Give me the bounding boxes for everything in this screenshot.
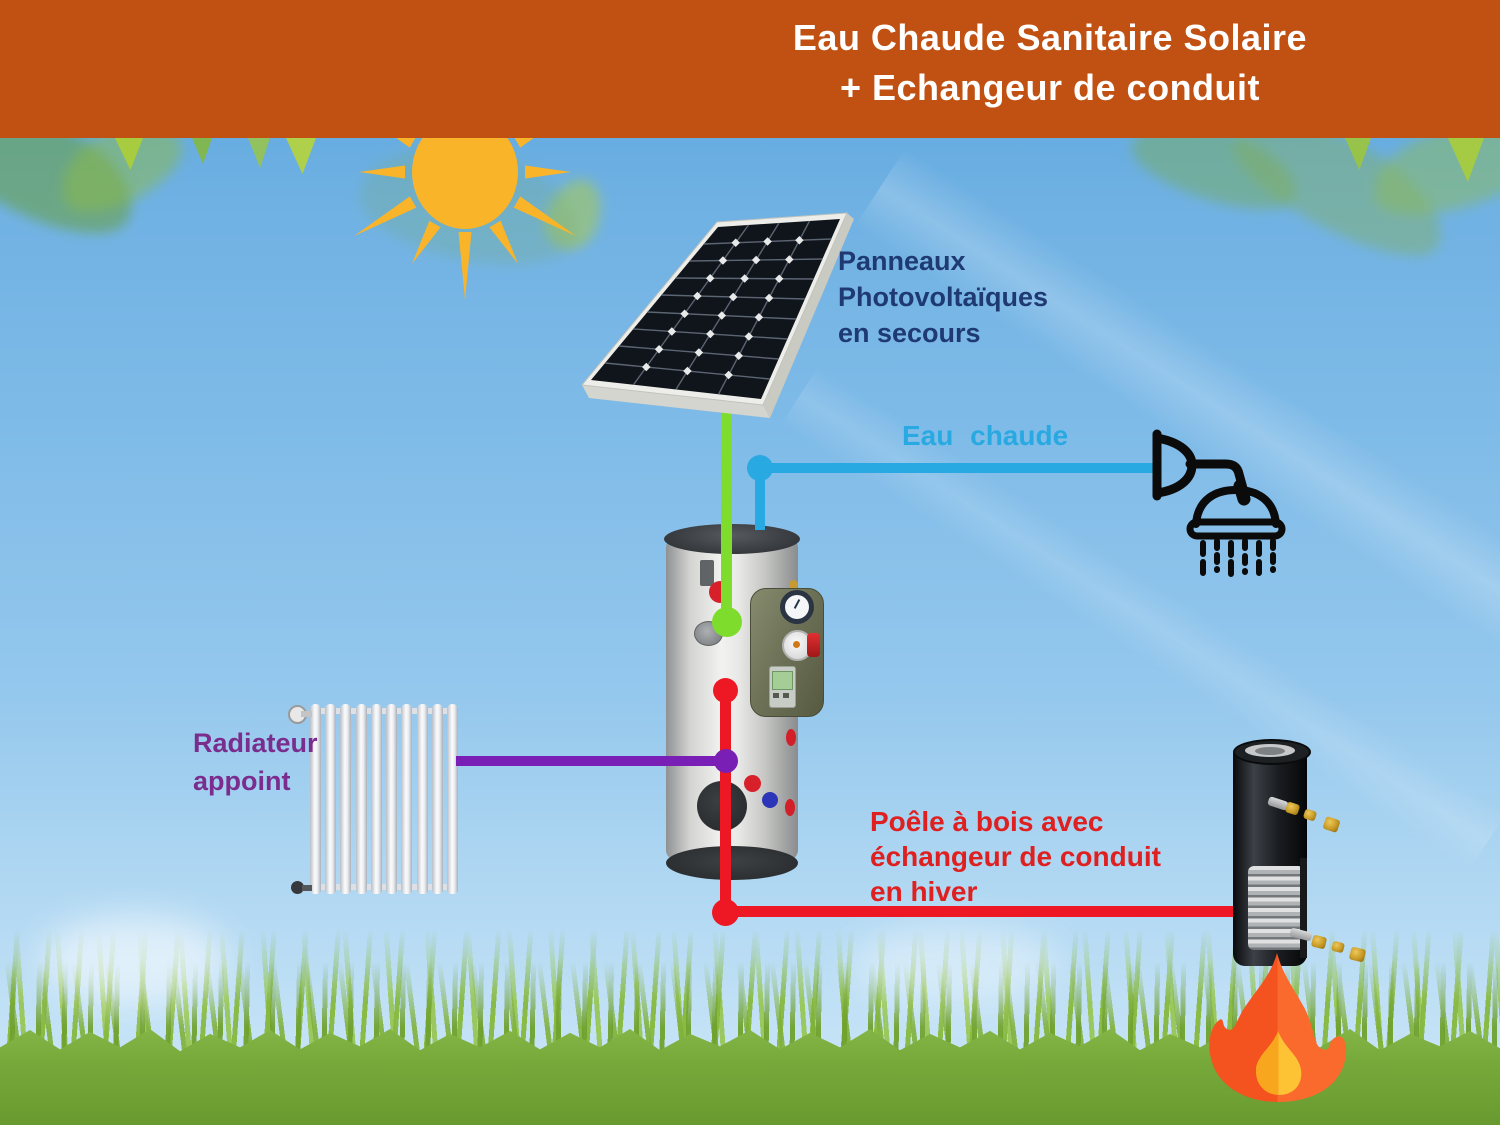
radiator-rail xyxy=(316,884,452,890)
hot-water-label: Eau chaude xyxy=(902,420,1069,451)
controller-button xyxy=(783,693,789,698)
radiator-pipe-junction xyxy=(714,749,738,773)
page-title: Eau Chaude Sanitaire Solaire + Echangeur… xyxy=(630,13,1470,113)
radiator-pipe xyxy=(456,756,726,766)
tank-port xyxy=(786,729,796,746)
grass xyxy=(0,1028,1500,1125)
hot-water-pipe xyxy=(755,468,765,530)
tank-top-cap xyxy=(664,524,800,554)
hot-water-pipe-junction xyxy=(747,455,773,481)
control-unit-fitting xyxy=(789,580,798,589)
stove-pipe xyxy=(720,690,731,918)
tank-port xyxy=(785,799,795,816)
tank-bottom-cap xyxy=(666,846,798,880)
gauge-face xyxy=(785,595,809,619)
pv-panels-label: Panneaux Photovoltaïques en secours xyxy=(838,246,1049,348)
tank-port xyxy=(762,792,778,808)
light-glow xyxy=(40,915,230,1005)
page-title-line1: Eau Chaude Sanitaire Solaire xyxy=(792,17,1308,58)
hot-water-pipe xyxy=(760,463,1160,473)
flue-opening-center xyxy=(1255,747,1285,755)
stove-pipe-junction xyxy=(713,678,738,703)
solar-pipe-junction xyxy=(712,607,742,637)
radiator-label: Radiateur appoint xyxy=(193,728,318,796)
radiator-valve-stem xyxy=(301,711,312,717)
stove-label: Poêle à bois avec échangeur de conduit e… xyxy=(870,806,1161,907)
tank-label-mark xyxy=(700,560,714,586)
red-knob xyxy=(807,633,820,657)
radiator-rail xyxy=(316,708,452,714)
controller-screen xyxy=(772,671,793,690)
controller-button xyxy=(773,693,779,698)
radiator xyxy=(310,704,458,894)
pump-dial-center xyxy=(793,641,800,648)
stove-pipe xyxy=(726,906,1246,917)
radiator-valve xyxy=(291,881,304,894)
solar-pipe xyxy=(721,400,732,622)
stove-pipe-junction xyxy=(712,899,739,926)
page-title-line2: + Echangeur de conduit xyxy=(839,67,1261,108)
header-banner xyxy=(0,0,1500,138)
tank-port xyxy=(744,775,761,792)
flue-cutaway-wall xyxy=(1300,858,1307,958)
light-glow xyxy=(850,925,1060,1005)
radiator-valve-stem xyxy=(302,885,312,891)
